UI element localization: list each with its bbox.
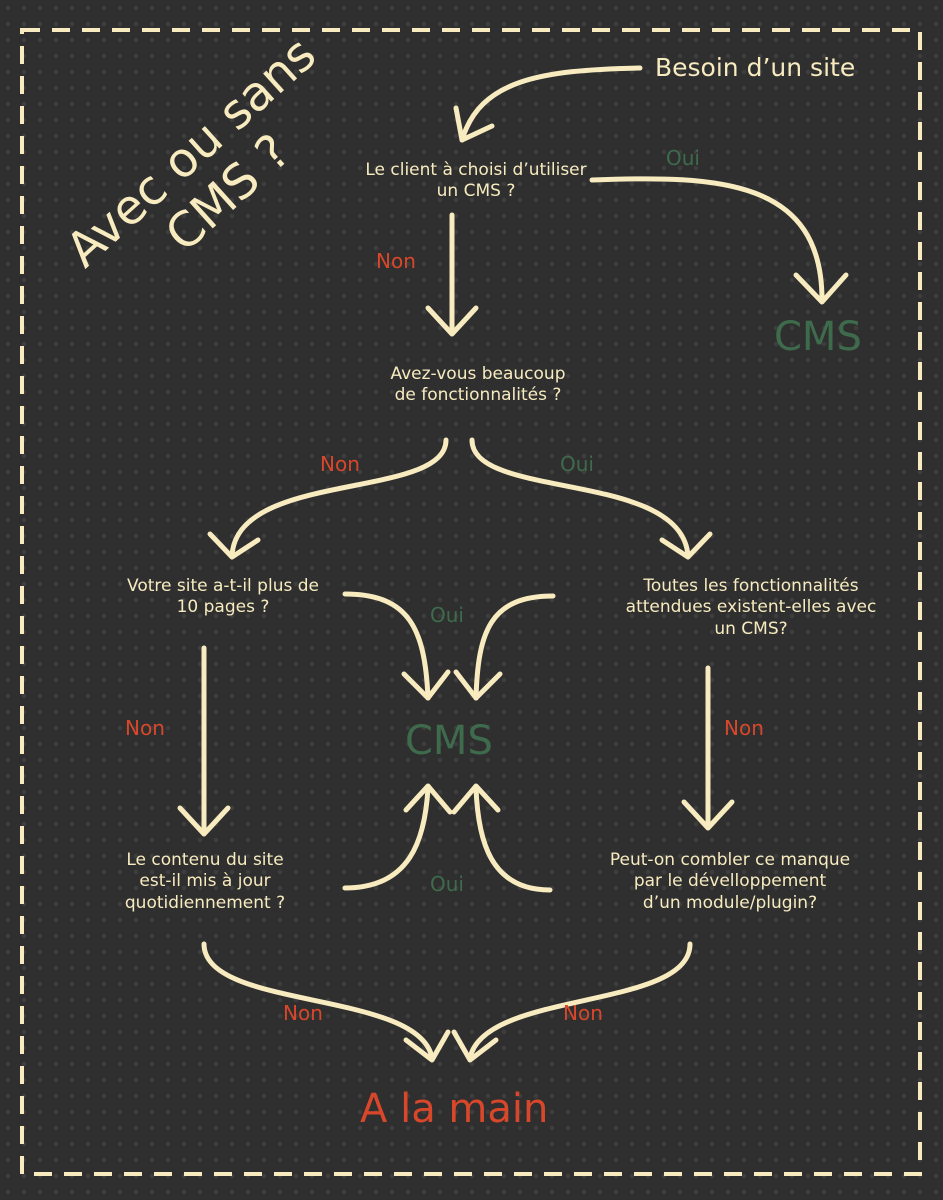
label-yes: Oui — [666, 146, 700, 170]
arrowhead-q6-no-to-manual — [451, 1029, 499, 1063]
arrow-q6-no-to-manual — [467, 941, 693, 1061]
arrowhead-q5-yes-to-cms — [403, 783, 453, 815]
label-no: Non — [125, 716, 165, 740]
arrow-q3-yes-to-cms — [342, 591, 431, 701]
question-line: Peut-on combler ce manque — [609, 850, 851, 870]
question-line: de fonctionnalités ? — [394, 385, 562, 406]
arrow-q5-no-to-manual — [201, 941, 435, 1061]
question-line: 10 pages ? — [176, 597, 270, 618]
question-more-than-10-pages: Votre site a-t-il plus de 10 pages ? — [78, 576, 368, 619]
question-line: Avez-vous beaucoup — [390, 364, 566, 384]
question-line: d’un module/plugin? — [642, 892, 818, 913]
question-features-exist-in-cms: Toutes les fonctionnalités attendues exi… — [584, 576, 918, 640]
question-line: un CMS? — [714, 618, 788, 639]
arrow-q2-no-to-q3 — [229, 437, 449, 559]
arrowhead-q2-no-to-q3 — [207, 531, 261, 560]
outcome-cms-top: CMS — [774, 314, 862, 360]
question-line: Votre site a-t-il plus de — [127, 576, 319, 596]
arrowhead-q5-no-to-manual — [403, 1029, 451, 1063]
label-yes: Oui — [430, 872, 464, 896]
question-daily-updates: Le contenu du site est-il mis à jour quo… — [80, 850, 330, 914]
label-no: Non — [283, 1001, 323, 1025]
question-line: est-il mis à jour — [139, 871, 271, 892]
label-yes: Oui — [430, 603, 464, 627]
question-line: par le dévelloppement — [633, 871, 827, 892]
label-no: Non — [724, 716, 764, 740]
label-no: Non — [320, 452, 360, 476]
arrowhead-q1-no-to-q2 — [425, 305, 479, 337]
arrowhead-q1-yes-to-cms — [793, 272, 849, 305]
arrowhead-q3-yes-to-cms — [401, 669, 451, 701]
arrowhead-q4-no-to-q6 — [681, 799, 735, 831]
arrowhead-q3-no-to-q5 — [177, 805, 231, 837]
arrowhead-q6-yes-to-cms — [451, 783, 501, 815]
question-line: Le contenu du site — [126, 850, 284, 870]
question-many-features: Avez-vous beaucoup de fonctionnalités ? — [328, 364, 628, 407]
arrow-start-to-q1 — [459, 65, 643, 143]
label-no: Non — [563, 1001, 603, 1025]
label-yes: Oui — [560, 452, 594, 476]
arrowhead-q4-yes-to-cms — [453, 669, 503, 701]
arrow-q1-yes-to-cms — [589, 176, 825, 303]
question-line: un CMS ? — [436, 181, 516, 202]
question-line: Le client à choisi d’utiliser — [365, 160, 587, 180]
question-plugin-development: Peut-on combler ce manque par le dévello… — [560, 850, 900, 914]
outcome-manual: A la main — [360, 1086, 549, 1132]
arrow-q6-yes-to-cms — [473, 785, 553, 893]
question-client-chose-cms: Le client à choisi d’utiliser un CMS ? — [326, 160, 626, 203]
start-node: Besoin d’un site — [655, 53, 856, 82]
dashed-border — [20, 28, 922, 1176]
arrowhead-q2-yes-to-q4 — [659, 531, 713, 560]
question-line: attendues existent-elles avec — [625, 597, 877, 618]
label-no: Non — [376, 249, 416, 273]
arrow-q2-yes-to-q4 — [469, 437, 691, 559]
arrowhead-start-to-q1 — [453, 105, 495, 143]
question-line: quotidiennement ? — [124, 892, 286, 913]
question-line: Toutes les fonctionnalités — [643, 576, 859, 596]
arrow-q4-yes-to-cms — [473, 593, 556, 701]
arrow-q5-yes-to-cms — [342, 785, 431, 891]
outcome-cms-center: CMS — [405, 718, 493, 764]
